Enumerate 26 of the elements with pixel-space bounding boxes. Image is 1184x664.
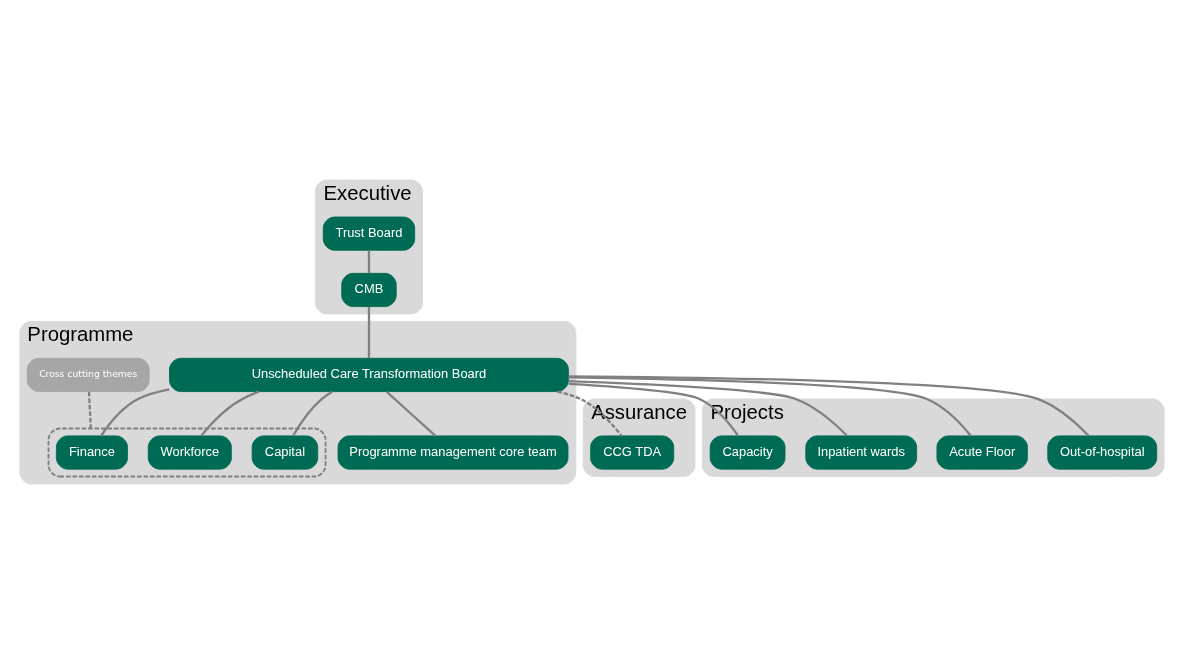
connector xyxy=(100,388,170,437)
node-box: Out-of-hospital xyxy=(1047,435,1158,470)
node-box: Workforce xyxy=(147,435,232,470)
node-box: Inpatient wards xyxy=(805,435,918,470)
connector xyxy=(568,375,1090,437)
node-box: CMB xyxy=(341,272,397,308)
node-box: Acute Floor xyxy=(936,435,1028,470)
connector xyxy=(292,390,333,437)
cluster xyxy=(47,427,327,478)
node-box: Unscheduled Care Transformation Board xyxy=(169,357,569,393)
node-box: Finance xyxy=(55,435,128,470)
connector xyxy=(200,390,260,437)
connector xyxy=(568,376,972,437)
connector xyxy=(568,382,739,437)
connector xyxy=(568,380,848,437)
connector xyxy=(556,390,623,437)
node-box: CCG TDA xyxy=(590,435,675,470)
node-box: Programme management core team xyxy=(337,435,569,470)
connector xyxy=(367,306,371,359)
connector xyxy=(367,250,371,274)
node-box: Cross cutting themes xyxy=(26,357,150,393)
connector xyxy=(87,391,92,429)
node-box: Trust Board xyxy=(322,216,416,251)
connector xyxy=(386,391,437,437)
node-box: Capacity xyxy=(709,435,786,470)
node-box: Capital xyxy=(251,435,319,470)
